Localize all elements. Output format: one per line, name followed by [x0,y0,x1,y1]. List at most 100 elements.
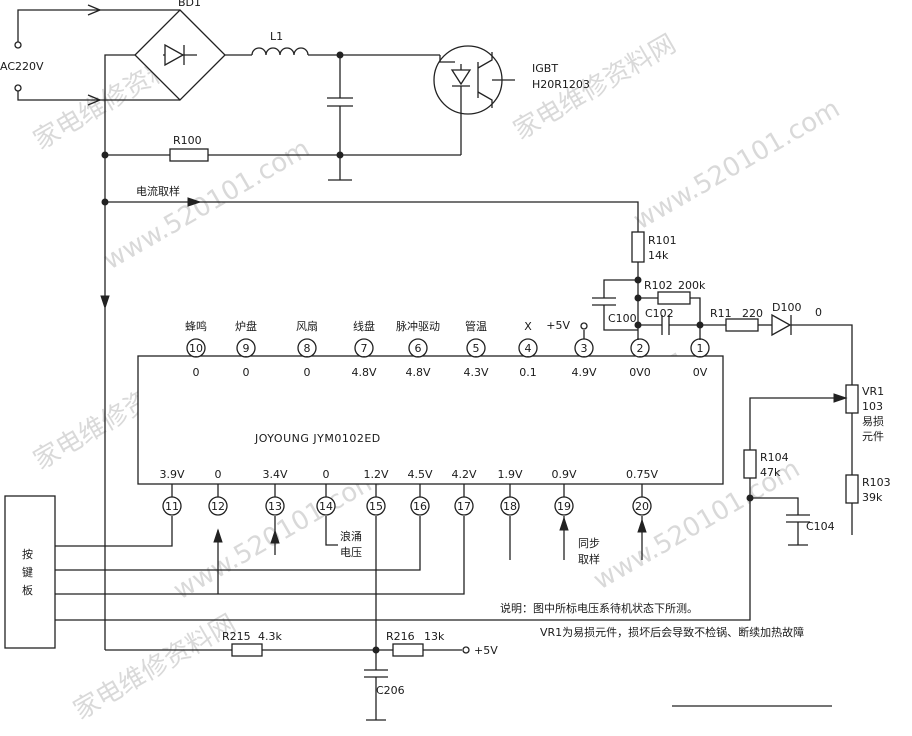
ic-pin-number: 13 [268,500,282,513]
ic-body [137,355,724,485]
ic-pin-number: 19 [557,500,571,513]
ic-pin-number: 2 [637,342,644,355]
ic-pin-voltage: 0 [193,366,200,379]
ic-pin-11 [162,496,182,516]
ic-pin-voltage: 4.8V [405,366,430,379]
note-line-1: 说明：图中所标电压系待机状态下所测。 [500,601,698,615]
bottom-pin-wiring: 浪涌 电压 同步 取样 [213,516,647,670]
d100-voltage: 0 [815,306,822,319]
junction-dot [372,646,380,654]
arrow-icon [559,516,569,531]
note-line-2: VR1为易损元件，损坏后会导致不检锅、断续加热故障 [540,625,804,639]
ic-pin-19 [554,496,574,516]
bottom-network: R215 4.3k R216 13k +5V C206 [105,630,498,721]
ic-pin-14 [316,496,336,516]
ic-pin-number: 7 [361,342,368,355]
ic-pin-voltage: 0 [304,366,311,379]
ic-pin-voltage: 4.2V [451,468,476,481]
ic-pin-number: 3 [581,342,588,355]
ic-pin-name: 线盘 [353,319,375,333]
ic-pin-number: 10 [189,342,203,355]
power-section: AC220V BD1 L1 [0,0,639,650]
resistor-r104 [743,449,757,479]
ic-jym0102ed: JOYOUNG JYM0102ED [137,355,724,485]
ic-pin-voltage: 4.9V [571,366,596,379]
current-sense-label: 电流取样 [136,184,180,198]
resistor-r103 [845,474,859,504]
ic-pin-17 [454,496,474,516]
bd1-label: BD1 [178,0,201,9]
igbt-model-label: H20R1203 [532,78,590,91]
c104-label: C104 [806,520,835,533]
ic-pin-number: 9 [243,342,250,355]
ic-pin-voltage: 0 [215,468,222,481]
keyboard-label-char: 板 [22,583,33,597]
ic-pin-voltage: 0V0 [629,366,651,379]
r103-value: 39k [862,491,883,504]
diode-d100 [771,313,792,337]
ic-pin-16 [410,496,430,516]
r101-value: 14k [648,249,669,262]
keyboard-board: 按 键 板 [4,495,421,649]
ic-pin-name: 风扇 [296,319,318,333]
c206-label: C206 [376,684,405,697]
ic-pin-name: 炉盘 [235,319,257,333]
r216-label: R216 [386,630,415,643]
ic-pin-number: 4 [525,342,532,355]
r102-label: R102 [644,279,673,292]
vr1-note-line1: 易损 [862,414,884,428]
r216-value: 13k [424,630,445,643]
resistor-r102 [657,291,691,305]
ic-pin-number: 12 [211,500,225,513]
ic-pin-name: 管温 [465,319,487,333]
ic-pin-voltage: 1.9V [497,468,522,481]
ic-pin-voltage: 0V [693,366,708,379]
resistor-r11 [725,318,759,332]
ic-pin-voltage: 0 [243,366,250,379]
resistor-r216 [392,643,424,657]
watermark-text: www.520101.com [629,94,846,236]
vr1-label: VR1 [862,385,884,398]
surge-voltage-label-2: 电压 [340,546,362,559]
ic-pin-number: 1 [697,342,704,355]
keyboard-label-char: 按 [22,547,33,561]
ic-pin-number: 20 [635,500,649,513]
inductor-l1 [251,47,309,56]
ic-name-label: JOYOUNG JYM0102ED [254,432,381,445]
ac-terminal-top [14,41,22,49]
ic-pin-18 [500,496,520,516]
r103-label: R103 [862,476,891,489]
igbt-label: IGBT [532,62,558,75]
ic-pin-voltage: 0.75V [626,468,658,481]
ic-pin-voltage: 1.2V [363,468,388,481]
ic-pin-number: 15 [369,500,383,513]
r215-value: 4.3k [258,630,282,643]
ic-pin-number: 6 [415,342,422,355]
ic-pin-voltage: 3.9V [159,468,184,481]
c100-label: C100 [608,312,637,325]
ic-pin-voltage: 0 [323,468,330,481]
arrow-icon [270,529,280,544]
vcc-terminal [580,322,588,330]
ic-pin-12 [208,496,228,516]
keyboard-board-box [4,495,56,649]
d100-label: D100 [772,301,801,314]
sense-network: R101 14k C100 R102 200k C102 R11 220 D10… [55,231,891,621]
rectifier-diode-icon [164,43,185,67]
filter-capacitor [327,97,353,107]
ic-pin-number: 5 [473,342,480,355]
resistor-r101 [631,231,645,263]
ic-pin-20 [632,496,652,516]
junction-dot [696,321,704,329]
watermark-text: 家电维修资料网 [69,609,242,726]
ic-pin-voltage: 4.3V [463,366,488,379]
ac-terminal-bottom [14,84,22,92]
ic-pin-name: 蜂鸣 [185,319,207,333]
sync-sample-label-1: 同步 [578,537,600,550]
c102-label: C102 [645,307,674,320]
arrow-icon [833,393,848,403]
ic-bottom-pins: 3.9V110123.4V130141.2V154.5V164.2V171.9V… [159,468,658,516]
ic-pin-15 [366,496,386,516]
ac-input-label: AC220V [0,60,44,73]
